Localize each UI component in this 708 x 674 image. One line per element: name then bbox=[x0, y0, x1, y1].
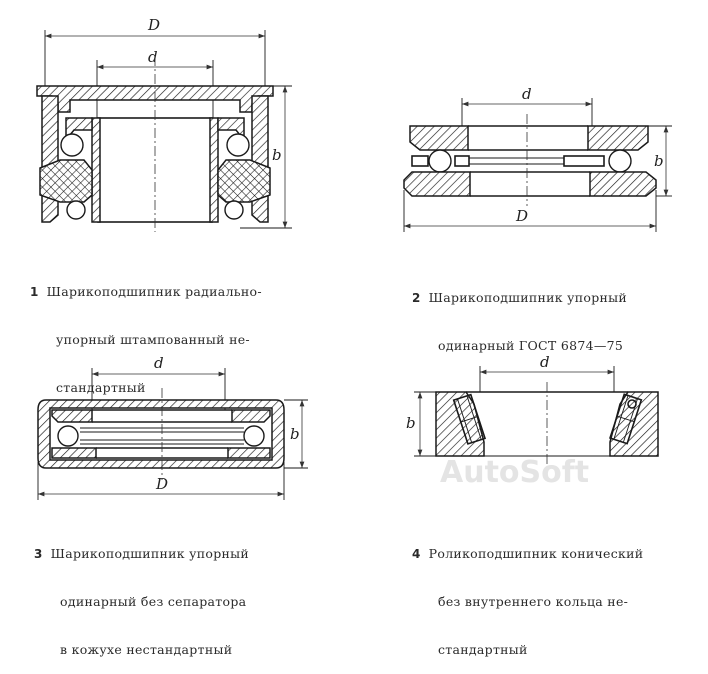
figure-1-caption: 1 Шарикоподшипник радиально- упорный штам… bbox=[30, 252, 262, 412]
figure-4-caption: 4 Роликоподшипник конический без внутренн… bbox=[412, 514, 643, 674]
fig2-ball-left bbox=[428, 149, 452, 173]
fig1-ball-br bbox=[224, 200, 244, 220]
fig1-ball-tr bbox=[226, 133, 250, 157]
figure-4-caption-line-3: стандартный bbox=[438, 642, 528, 657]
figure-2-number: 2 bbox=[412, 291, 421, 305]
bearing-diagram-sheet: D d b d bbox=[30, 16, 672, 657]
figure-3-number: 3 bbox=[34, 547, 43, 561]
fig1-ball-bl bbox=[66, 200, 86, 220]
fig1-d-label: d bbox=[148, 48, 158, 66]
figure-3-drawing: d b D bbox=[37, 354, 308, 500]
figure-3-caption: 3 Шарикоподшипник упорный одинарный без с… bbox=[34, 514, 249, 674]
figure-3-caption-line-1: Шарикоподшипник упорный bbox=[50, 546, 250, 561]
figure-4-caption-line-2: без внутреннего кольца не- bbox=[438, 594, 629, 609]
fig3-D-label: D bbox=[155, 475, 168, 493]
figure-3-caption-line-2: одинарный без сепаратора bbox=[60, 594, 247, 609]
fig3-b-label: b bbox=[290, 425, 300, 443]
figure-2-caption: 2 Шарикоподшипник упорный одинарный ГОСТ … bbox=[412, 258, 627, 370]
figure-2-caption-line-1: Шарикоподшипник упорный bbox=[428, 290, 628, 305]
figure-2-caption-line-2: одинарный ГОСТ 6874—75 bbox=[438, 338, 624, 353]
figure-1-caption-line-3: стандартный bbox=[56, 380, 146, 395]
fig1-ball-tl bbox=[60, 133, 84, 157]
fig4-b-label: b bbox=[406, 414, 416, 432]
figure-2-drawing: d b D bbox=[403, 85, 672, 232]
fig2-ball-right bbox=[608, 149, 632, 173]
fig3-ball-right bbox=[243, 425, 265, 447]
fig2-d-label: d bbox=[522, 85, 532, 103]
fig4-roller-left bbox=[452, 393, 487, 445]
drawings: D d b d bbox=[36, 16, 672, 500]
figure-1-caption-line-2: упорный штампованный не- bbox=[56, 332, 250, 347]
fig1-b-label: b bbox=[272, 146, 282, 164]
fig4-d-label: d bbox=[540, 353, 550, 371]
figure-1-number: 1 bbox=[30, 285, 39, 299]
fig1-D-label: D bbox=[147, 16, 160, 34]
fig3-ball-left bbox=[57, 425, 79, 447]
figure-3-caption-line-3: в кожухе нестандартный bbox=[60, 642, 233, 657]
fig2-b-label: b bbox=[654, 152, 664, 170]
figure-1-drawing: D d b bbox=[36, 16, 292, 232]
fig2-D-label: D bbox=[515, 207, 528, 225]
figure-4-drawing: d b bbox=[406, 353, 659, 470]
figure-4-caption-line-1: Роликоподшипник конический bbox=[428, 546, 644, 561]
watermark: AutoSoft bbox=[440, 455, 589, 490]
fig3-d-label: d bbox=[154, 354, 164, 372]
figure-4-number: 4 bbox=[412, 547, 421, 561]
figure-1-caption-line-1: Шарикоподшипник радиально- bbox=[46, 284, 262, 299]
